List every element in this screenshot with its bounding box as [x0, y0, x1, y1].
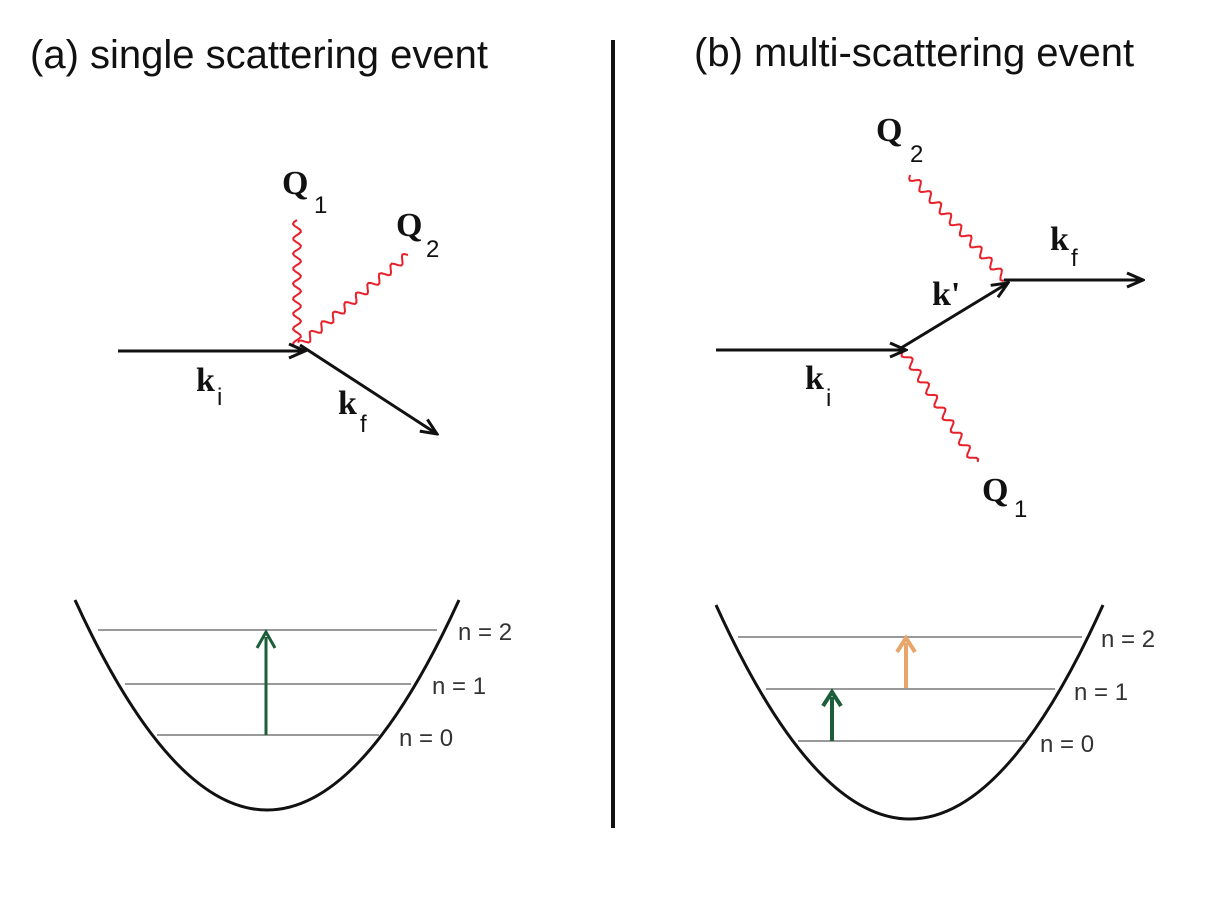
- svg-text:i: i: [826, 385, 831, 412]
- panel-b-title: (b) multi-scattering event: [694, 31, 1134, 75]
- q2-label-a: Q 2: [396, 207, 439, 263]
- phonon-q2-line-a: [297, 252, 409, 344]
- svg-text:Q: Q: [282, 165, 308, 202]
- kf-vector-a: [299, 343, 437, 434]
- level-n0-label-a: n = 0: [399, 725, 453, 752]
- q2-label-b: Q 2: [876, 112, 923, 168]
- excitation-arrow-a: [255, 628, 277, 735]
- svg-text:k': k': [932, 276, 960, 313]
- energy-well-b: n = 2 n = 1 n = 0: [714, 604, 1155, 821]
- phonon-q1-line-b: [900, 350, 980, 463]
- excitation-arrow-b-second: [895, 634, 917, 688]
- svg-text:k: k: [1050, 221, 1069, 258]
- svg-text:i: i: [217, 384, 222, 411]
- panel-a-title: (a) single scattering event: [30, 33, 488, 77]
- phonon-q1-line-a: [291, 219, 303, 346]
- level-n1-label-a: n = 1: [432, 673, 486, 700]
- kprime-label-b: k': [932, 276, 960, 313]
- svg-text:k: k: [196, 362, 215, 399]
- level-n2-label-b: n = 2: [1101, 626, 1155, 653]
- svg-text:1: 1: [314, 192, 327, 219]
- svg-text:f: f: [360, 411, 367, 438]
- svg-text:1: 1: [1014, 496, 1027, 523]
- q1-label-b: Q 1: [982, 472, 1027, 523]
- potential-curve-a: [73, 599, 461, 812]
- kf-label-a: k f: [338, 385, 367, 438]
- panel-b: (b) multi-scattering event Q 2 k f k' k …: [694, 31, 1155, 821]
- svg-text:k: k: [805, 360, 824, 397]
- svg-text:k: k: [338, 385, 357, 422]
- kf-label-b: k f: [1050, 221, 1078, 272]
- level-n0-label-b: n = 0: [1040, 731, 1094, 758]
- panel-a: (a) single scattering event Q 1 Q 2 k i …: [30, 33, 512, 812]
- level-n1-label-b: n = 1: [1074, 679, 1128, 706]
- svg-text:Q: Q: [876, 112, 902, 149]
- ki-label-a: k i: [196, 362, 222, 411]
- energy-well-a: n = 2 n = 1 n = 0: [73, 599, 512, 812]
- kprime-vector-b: [900, 283, 1008, 350]
- excitation-arrow-b-first: [821, 688, 843, 741]
- ki-label-b: k i: [805, 360, 831, 412]
- potential-curve-b: [714, 604, 1105, 821]
- svg-text:2: 2: [910, 141, 923, 168]
- level-n2-label-a: n = 2: [458, 619, 512, 646]
- svg-text:Q: Q: [396, 207, 422, 244]
- svg-text:Q: Q: [982, 472, 1008, 509]
- q1-label-a: Q 1: [282, 165, 327, 219]
- svg-text:2: 2: [426, 236, 439, 263]
- svg-text:f: f: [1071, 245, 1078, 272]
- phonon-q2-line-b: [908, 174, 1006, 282]
